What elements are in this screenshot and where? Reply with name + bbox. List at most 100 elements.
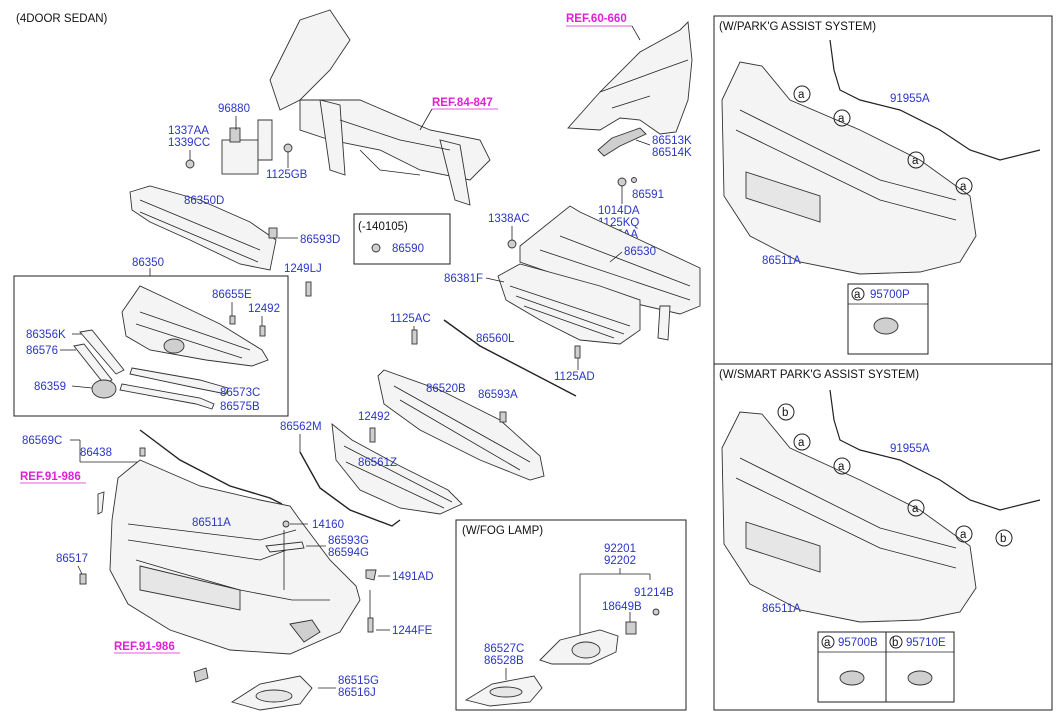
park-callout-a-3 xyxy=(907,151,925,169)
diagram-title: (4DOOR SEDAN) xyxy=(16,13,108,25)
clip-86590-icon xyxy=(371,243,381,253)
bolt-1244fe-icon xyxy=(367,617,374,633)
grille-molding-86356k xyxy=(79,329,125,375)
smart-callout-b-2 xyxy=(995,529,1013,547)
label-86562m: 86562M xyxy=(280,421,322,433)
park-label-91955a: 91955A xyxy=(890,93,930,105)
label-86528b: 86528B xyxy=(484,655,524,667)
label-86593d: 86593D xyxy=(300,234,340,246)
smart-park-box xyxy=(713,363,1053,711)
label-86576: 86576 xyxy=(26,345,58,357)
radiator-grille-86350 xyxy=(121,285,269,367)
grille-trim-86573c xyxy=(129,367,229,395)
grille-assembly-box xyxy=(13,275,289,417)
label-86359: 86359 xyxy=(34,381,66,393)
park-callout-a-1-text: a xyxy=(798,89,805,101)
ref-84-847[interactable]: REF.84-847 xyxy=(432,97,493,109)
label-86514k: 86514K xyxy=(652,147,692,159)
smart-callout-b-2-text: b xyxy=(1000,533,1006,545)
label-96880: 96880 xyxy=(218,103,250,115)
label-14160: 14160 xyxy=(312,519,344,531)
module-96880 xyxy=(221,119,273,175)
emblem-86359 xyxy=(91,379,117,399)
label-92201: 92201 xyxy=(604,543,636,555)
clip-86438-icon xyxy=(139,447,146,457)
label-1491ad: 1491AD xyxy=(392,571,434,583)
smart-park-title: (W/SMART PARK'G ASSIST SYSTEM) xyxy=(719,369,919,381)
clip-86655e-icon xyxy=(229,315,236,325)
park-bumper-86511a xyxy=(721,61,977,275)
smart-callout-a-1-text: a xyxy=(798,437,805,449)
ref-60-660[interactable]: REF.60-660 xyxy=(566,13,627,25)
label-86593a: 86593A xyxy=(478,389,518,401)
molding-86562m xyxy=(299,451,401,527)
ref-91-986-upper[interactable]: REF.91-986 xyxy=(20,471,81,483)
park-label-86511a: 86511A xyxy=(762,255,801,267)
label-12492-grille: 12492 xyxy=(248,303,280,315)
smart-callout-a-3 xyxy=(907,499,925,517)
smart-label-91955a: 91955A xyxy=(890,443,930,455)
smart-sensor-b-letter: b xyxy=(892,637,898,649)
cover-91-986 xyxy=(193,667,209,683)
park-sensor-icon xyxy=(873,317,899,335)
bolt-1125gb-icon xyxy=(283,143,293,153)
lower-absorber-86520b xyxy=(377,369,545,481)
lower-grille-86561z xyxy=(331,422,463,515)
smart-callout-a-3-text: a xyxy=(912,503,919,515)
label-86561z: 86561Z xyxy=(358,457,397,469)
bolt-1338ac-icon xyxy=(507,239,517,249)
label-1337aa: 1337AA xyxy=(168,125,209,137)
fender-clip-icon xyxy=(631,177,637,183)
smart-sensor-a-part-no: 95700B xyxy=(838,637,878,649)
grille-trim-86575b xyxy=(119,383,215,410)
label-86575b: 86575B xyxy=(220,401,260,413)
bumper-strip-86569c xyxy=(139,429,283,505)
fog-lamp-box xyxy=(455,519,687,711)
label-1339cc: 1339CC xyxy=(168,137,210,149)
label-86560l: 86560L xyxy=(476,333,515,345)
smart-bumper-86511a xyxy=(721,411,977,623)
park-callout-a-3-text: a xyxy=(912,155,919,167)
park-assist-title: (W/PARK'G ASSIST SYSTEM) xyxy=(719,21,876,33)
fender-panel xyxy=(567,21,693,135)
fog-lamp-title: (W/FOG LAMP) xyxy=(462,525,543,537)
connector-91214b-icon xyxy=(652,608,660,616)
fender-bolt-icon xyxy=(617,177,627,187)
screw-12492-icon xyxy=(259,325,266,337)
park-sensor-letter-circle xyxy=(851,287,865,301)
smart-wiring-91955a xyxy=(829,389,1041,511)
smart-sensor-a-letter: a xyxy=(824,637,831,649)
park-callout-a-2-text: a xyxy=(838,113,845,125)
smart-callout-a-4-text: a xyxy=(960,529,967,541)
label-86573c: 86573C xyxy=(220,387,260,399)
park-sensor-part-no: 95700P xyxy=(870,289,910,301)
bumper-trim-86593g xyxy=(265,541,305,553)
screw-1249lj-icon xyxy=(305,281,312,297)
energy-absorber-86381f xyxy=(497,263,641,345)
smart-sensor-a-letter-circle xyxy=(821,635,835,649)
park-sensor-box xyxy=(847,283,929,355)
park-callout-a-4 xyxy=(955,177,973,195)
clip-14160-icon xyxy=(282,520,290,528)
label-86438: 86438 xyxy=(80,447,112,459)
smart-sensor-a-icon xyxy=(839,670,865,686)
label-86527c: 86527C xyxy=(484,643,524,655)
upper-grille-86350d xyxy=(129,185,277,271)
clip-86593d-icon xyxy=(268,227,278,239)
label-86516j: 86516J xyxy=(338,687,376,699)
screw-12492b-icon xyxy=(369,427,376,443)
label-18649b: 18649B xyxy=(602,601,642,613)
smart-callout-a-2 xyxy=(833,457,851,475)
bolt-1125ac-icon xyxy=(411,329,418,345)
smart-callout-b-1 xyxy=(777,403,795,421)
label-86515g: 86515G xyxy=(338,675,379,687)
label-86356k: 86356K xyxy=(26,329,66,341)
ref-91-986-lower[interactable]: REF.91-986 xyxy=(114,641,175,653)
label-86530: 86530 xyxy=(624,246,656,258)
park-wiring-91955a xyxy=(829,39,1041,161)
bolt-1125ad-icon xyxy=(574,345,581,359)
park-callout-a-2 xyxy=(833,109,851,127)
label-1338ac: 1338AC xyxy=(488,213,530,225)
label-1244fe: 1244FE xyxy=(392,625,433,637)
